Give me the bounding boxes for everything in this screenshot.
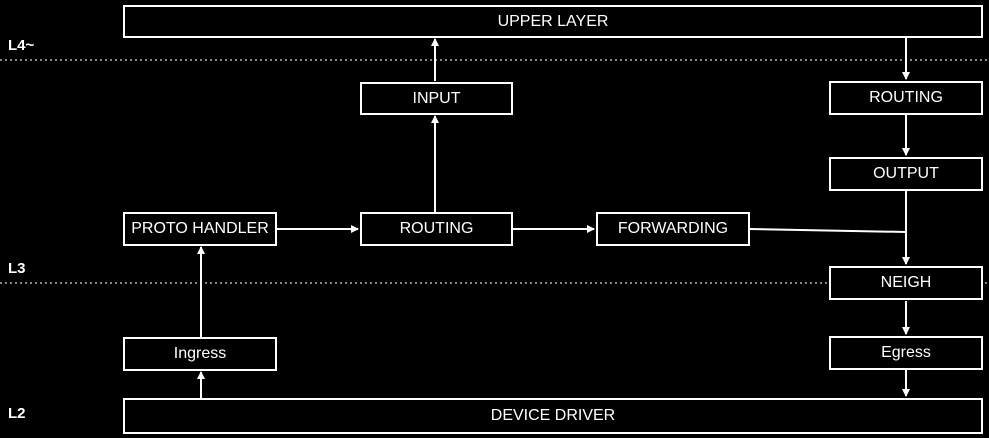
neigh-box: NEIGH: [829, 266, 983, 300]
routing-out-box: ROUTING: [829, 81, 983, 115]
proto-handler-box: PROTO HANDLER: [123, 212, 277, 246]
arrow-forwarding-to-neigh: [749, 228, 907, 233]
device-driver-box: DEVICE DRIVER: [123, 398, 983, 434]
layer-label-l3: L3: [8, 260, 26, 277]
output-box: OUTPUT: [829, 157, 983, 191]
input-box: INPUT: [360, 82, 513, 115]
ingress-box: Ingress: [123, 337, 277, 371]
upper-layer-box: UPPER LAYER: [123, 5, 983, 38]
routing-in-box: ROUTING: [360, 212, 513, 246]
layer-label-l2: L2: [8, 405, 26, 422]
egress-box: Egress: [829, 336, 983, 370]
forwarding-box: FORWARDING: [596, 212, 750, 246]
layer-label-l4: L4~: [8, 37, 35, 54]
